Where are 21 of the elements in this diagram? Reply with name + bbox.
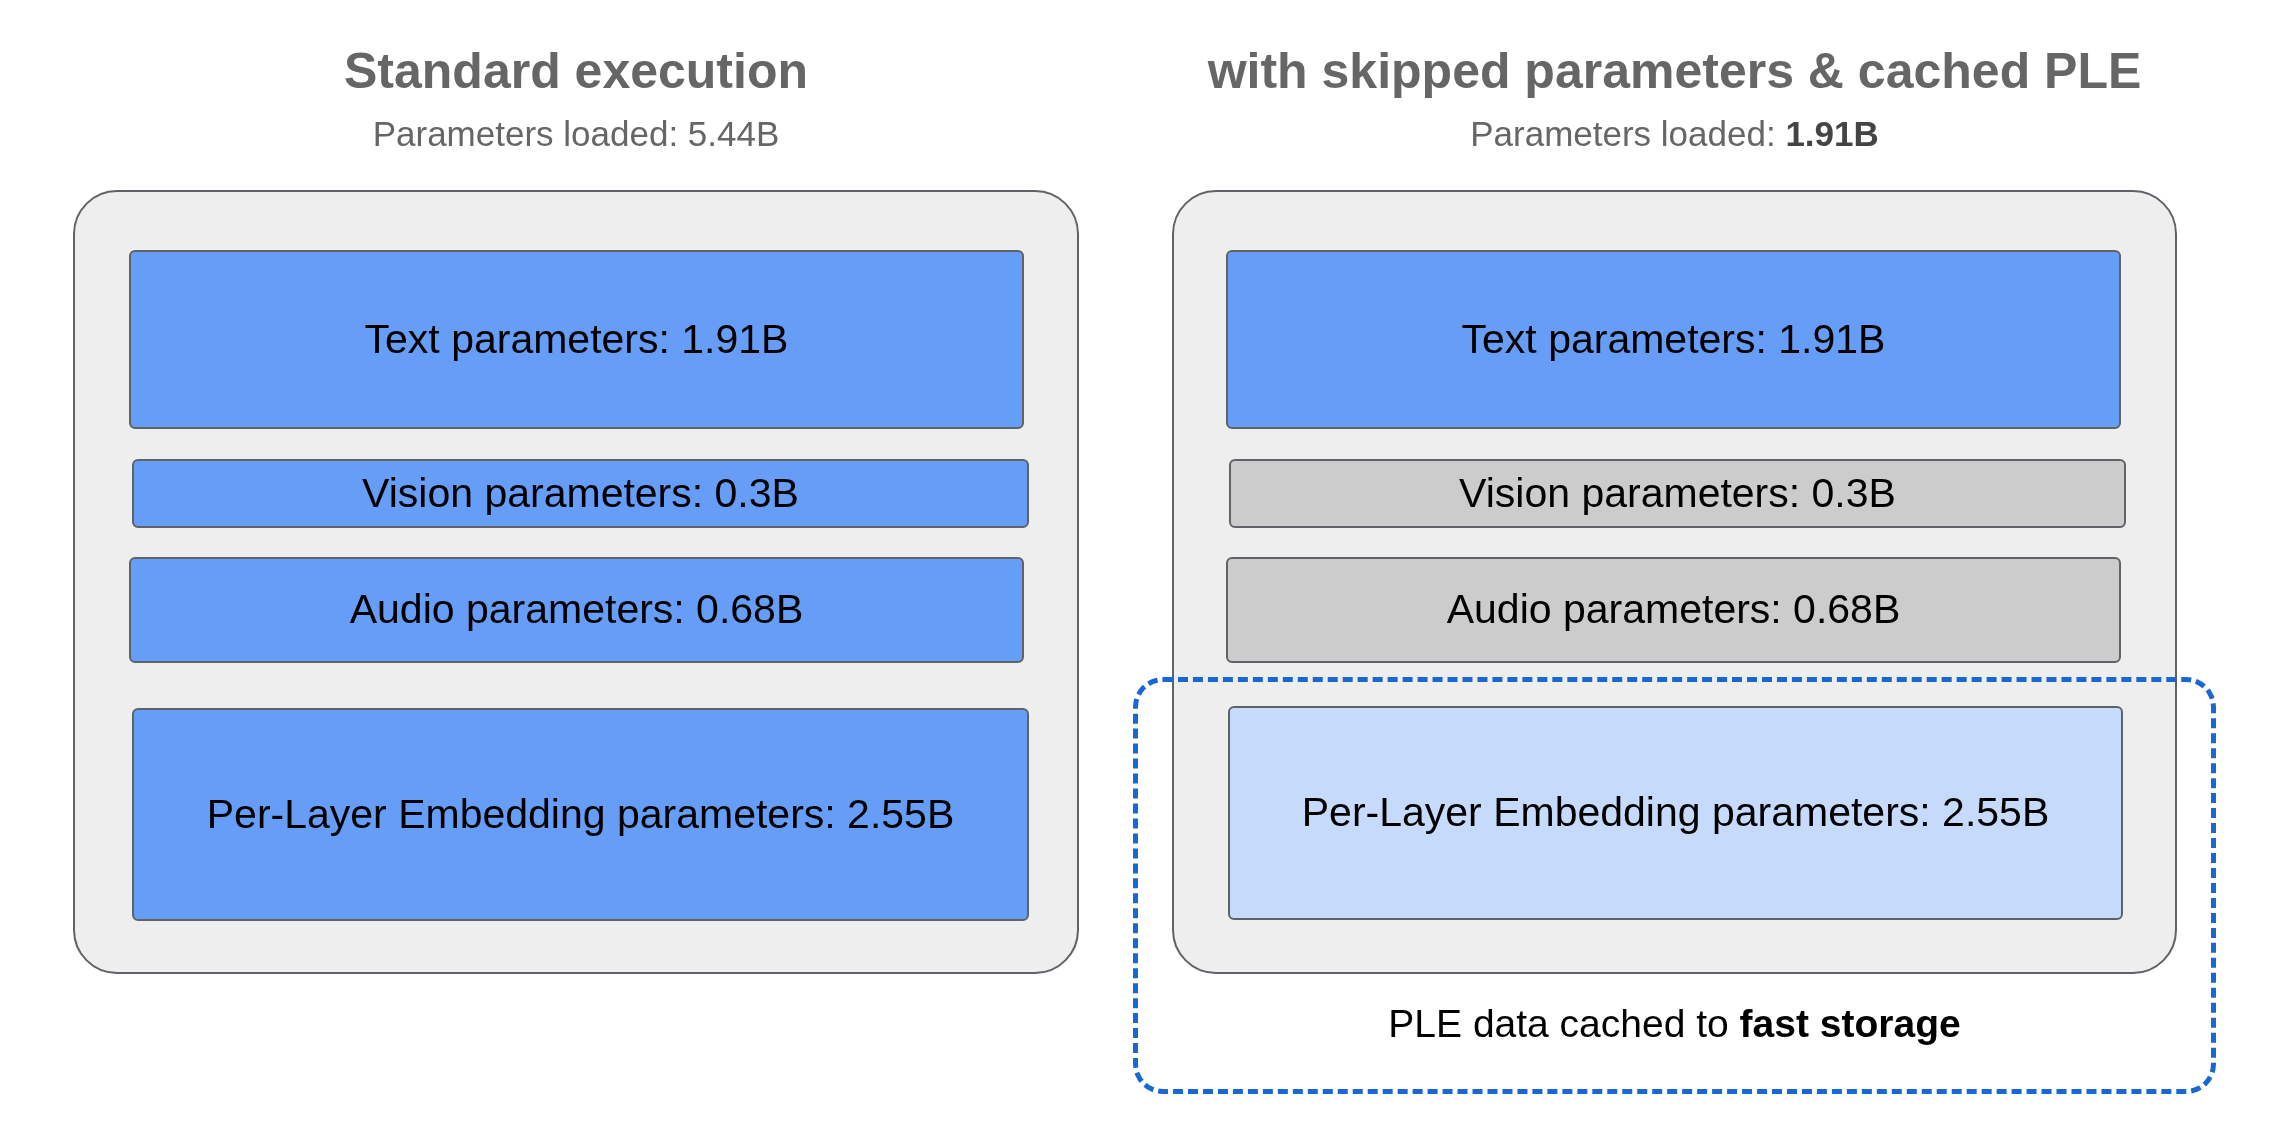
parameter-label: Vision parameters: 0.3B (361, 468, 800, 518)
parameter-block (1229, 459, 2126, 528)
panel-subtitle: Parameters loaded: 5.44B (371, 114, 781, 154)
parameter-label: Text parameters: 1.91B (363, 314, 790, 364)
region-caption: PLE data cached to fast storage (1387, 1002, 1962, 1046)
panel-title: Standard execution (343, 42, 809, 100)
parameter-block (1228, 706, 2123, 920)
panel-title: with skipped parameters & cached PLE (1206, 42, 2143, 100)
panel-subtitle: Parameters loaded: 1.91B (1469, 114, 1880, 154)
parameter-label: Text parameters: 1.91B (1460, 314, 1887, 364)
parameter-block (132, 708, 1029, 921)
parameter-block (129, 557, 1024, 663)
parameter-label: Per-Layer Embedding parameters: 2.55B (1300, 788, 2051, 838)
parameter-label: Per-Layer Embedding parameters: 2.55B (205, 789, 956, 839)
parameter-block (1226, 557, 2121, 663)
parameter-block (1226, 250, 2121, 429)
parameter-label: Audio parameters: 0.68B (1445, 585, 1902, 635)
parameter-block (132, 459, 1029, 528)
parameter-block (129, 250, 1024, 429)
parameter-label: Audio parameters: 0.68B (348, 585, 805, 635)
parameter-label: Vision parameters: 0.3B (1458, 468, 1897, 518)
